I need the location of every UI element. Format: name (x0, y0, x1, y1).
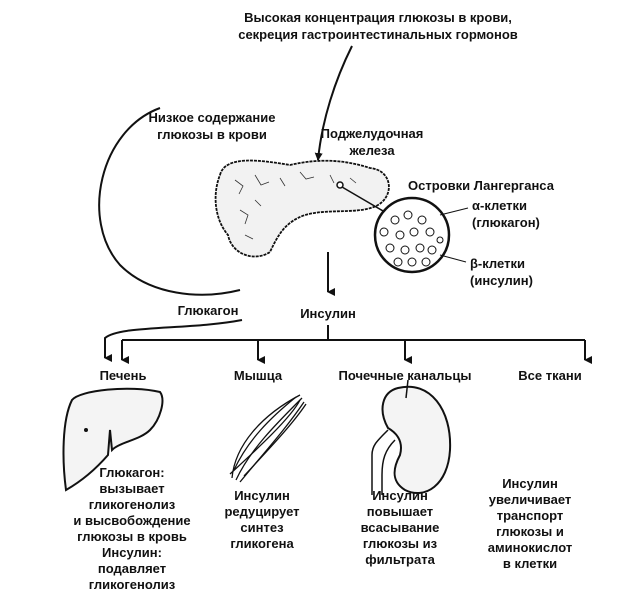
beta-cells-1: β-клетки (470, 256, 525, 271)
target-all-tissues: Все ткани (518, 368, 581, 383)
all-tissues-effect: Инсулин увеличивает транспорт глюкозы и … (488, 476, 572, 571)
target-muscle: Мышца (234, 368, 283, 383)
top-label-1: Высокая концентрация глюкозы в крови, (244, 10, 512, 25)
low-glucose-2: глюкозы в крови (157, 127, 267, 142)
pancreas-illustration (214, 159, 390, 258)
stimulus-arrow (314, 45, 353, 161)
effect-text-line: гликогенолиз (89, 497, 176, 512)
islets-label: Островки Лангерганса (408, 178, 555, 193)
effect-text-line: глюкозы и (496, 524, 564, 539)
target-liver: Печень (100, 368, 147, 383)
effect-text-line: глюкозы из (363, 536, 438, 551)
effect-text-line: транспорт (497, 508, 564, 523)
muscle-illustration (229, 394, 307, 483)
glucagon-to-liver-arrow (104, 319, 243, 362)
glucagon-label: Глюкагон (178, 303, 239, 318)
liver-illustration (62, 387, 164, 492)
effect-text-line: Глюкагон: (99, 465, 164, 480)
beta-cells-2: (инсулин) (470, 273, 533, 288)
insulin-label: Инсулин (300, 306, 356, 321)
effect-text-line: синтез (240, 520, 284, 535)
effect-text-line: фильтрата (365, 552, 435, 567)
pancreas-texture (234, 171, 357, 240)
kidney-effect: Инсулин повышает всасывание глюкозы из ф… (361, 488, 440, 567)
muscle-effect: Инсулин редуцирует синтез гликогена (224, 488, 299, 551)
effect-text-line: глюкозы в кровь (77, 529, 187, 544)
islet-illustration (373, 196, 469, 274)
top-label-2: секреция гастроинтестинальных гормонов (238, 27, 518, 42)
kidney-illustration (371, 379, 452, 495)
pancreas-label-1: Поджелудочная (321, 126, 424, 141)
effect-text-line: вызывает (99, 481, 164, 496)
effect-text-line: гликогена (230, 536, 294, 551)
effect-text-line: и высвобождение (73, 513, 190, 528)
effect-text-line: увеличивает (489, 492, 572, 507)
pancreas-label-2: железа (348, 143, 395, 158)
effect-text-line: Инсулин (502, 476, 558, 491)
effect-text-line: гликогенолиз (89, 577, 176, 590)
effect-text-line: в клетки (503, 556, 557, 571)
effect-text-line: Инсулин (234, 488, 290, 503)
effect-text-line: редуцирует (224, 504, 299, 519)
low-glucose-1: Низкое содержание (149, 110, 276, 125)
target-arrows (121, 340, 592, 364)
effect-text-line: повышает (367, 504, 433, 519)
effect-text-line: подавляет (98, 561, 166, 576)
insulin-distribution (122, 325, 585, 341)
effect-text-line: всасывание (361, 520, 440, 535)
effect-text-line: аминокислот (488, 540, 572, 555)
target-kidney: Почечные канальцы (339, 368, 472, 383)
effect-text-line: Инсулин: (102, 545, 162, 560)
liver-effect: Глюкагон: вызывает гликогенолиз и высвоб… (73, 465, 190, 590)
alpha-cells-2: (глюкагон) (472, 215, 540, 230)
alpha-cells-1: α-клетки (472, 198, 527, 213)
effect-text-line: Инсулин (372, 488, 428, 503)
feedback-loop (98, 107, 241, 296)
